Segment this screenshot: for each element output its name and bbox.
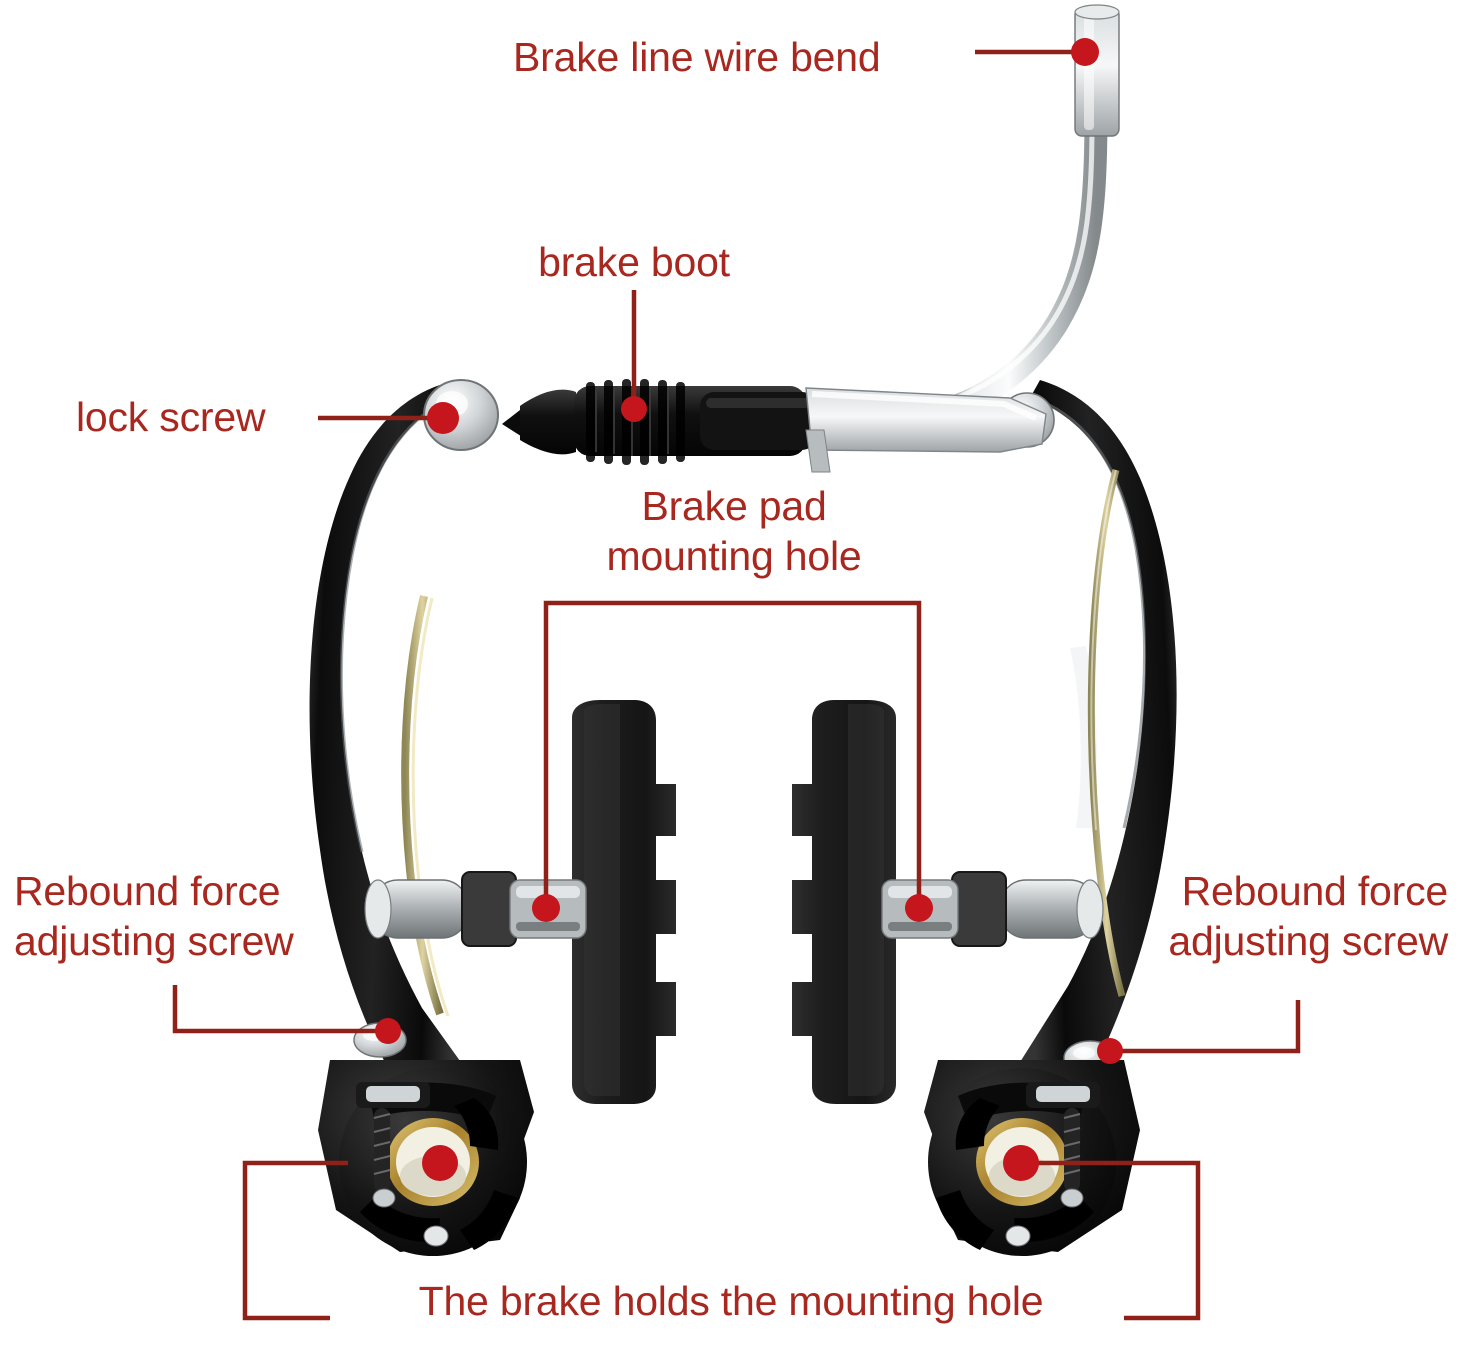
dot-rebound-left xyxy=(375,1018,401,1044)
label-rebound-force-adjusting-screw-left: Rebound force adjusting screw xyxy=(14,868,294,965)
leader-mounting-hole-right xyxy=(1021,1160,1201,1321)
label-lock-screw: lock screw xyxy=(76,394,266,440)
link-arm-part xyxy=(805,387,1047,473)
brake-pad-mount-left-part xyxy=(364,871,587,947)
brake-boot-part xyxy=(502,379,816,465)
brake-arm-right-part xyxy=(999,380,1177,1086)
leader-mounting-hole-left xyxy=(242,1160,348,1321)
dot-mounting-hole-left xyxy=(422,1145,458,1181)
dot-rebound-right xyxy=(1097,1038,1123,1064)
dot-mounting-hole-right xyxy=(1003,1145,1039,1181)
dot-lock-screw xyxy=(427,402,459,434)
label-brake-line-wire-bend: Brake line wire bend xyxy=(513,34,881,80)
label-brake-boot: brake boot xyxy=(538,239,730,285)
label-brake-pad-mounting-hole: Brake pad mounting hole xyxy=(606,483,862,580)
label-brake-holds-the-mounting-hole: The brake holds the mounting hole xyxy=(418,1278,1044,1324)
leader-rebound-right xyxy=(1114,1000,1301,1054)
label-rebound-force-adjusting-screw-right: Rebound force adjusting screw xyxy=(1168,868,1448,965)
annotation-dots xyxy=(375,38,1123,1181)
dot-brake-boot xyxy=(621,396,647,422)
dot-brake-line-wire-bend xyxy=(1071,38,1099,66)
dot-brake-pad-mounting-hole-right xyxy=(905,894,933,922)
annotation-leaders xyxy=(172,49,1301,1321)
brake-pad-left-part xyxy=(572,700,676,1104)
brake-line-wire-bend-part xyxy=(934,4,1120,422)
brake-arm-left-part xyxy=(309,379,499,1090)
leader-brake-pad-mounting-hole xyxy=(543,600,922,905)
brake-pad-right-part xyxy=(792,700,896,1104)
leader-rebound-left xyxy=(172,985,384,1034)
dot-brake-pad-mounting-hole-left xyxy=(532,894,560,922)
